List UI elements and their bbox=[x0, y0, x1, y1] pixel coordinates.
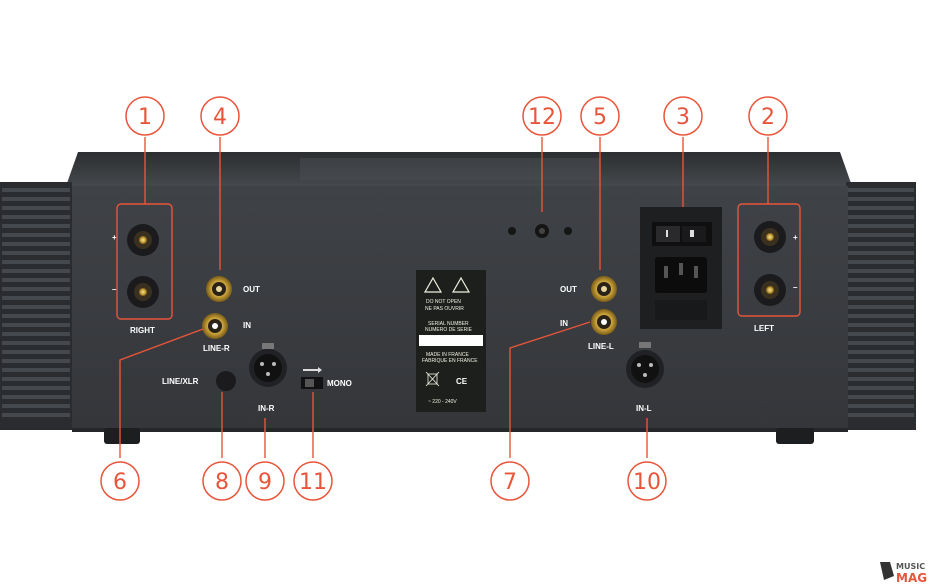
callout-7 bbox=[490, 461, 530, 501]
callout-9-number: 9 bbox=[258, 470, 272, 495]
callout-3 bbox=[663, 96, 703, 136]
in-r-label: IN-R bbox=[258, 404, 275, 413]
callout-4-number: 4 bbox=[213, 105, 227, 130]
left-label: LEFT bbox=[754, 324, 774, 333]
mono-switch[interactable] bbox=[301, 367, 323, 389]
fabrique-en-france-text: FABRIQUE EN FRANCE bbox=[422, 358, 478, 364]
right-minus-label: – bbox=[112, 285, 117, 294]
callout-8 bbox=[202, 461, 242, 501]
callout-11-number: 11 bbox=[299, 470, 327, 495]
numero-de-serie-text: NUMERO DE SERIE bbox=[425, 327, 473, 333]
callout-1 bbox=[125, 96, 165, 136]
callout-10-number: 10 bbox=[633, 470, 661, 495]
in-l-label: IN-L bbox=[636, 404, 652, 413]
callout-2-bracket bbox=[737, 203, 801, 317]
watermark-music: MUSIC bbox=[896, 562, 925, 571]
callout-1-number: 1 bbox=[138, 105, 152, 130]
callout-8-number: 8 bbox=[215, 470, 229, 495]
voltage-text: ~ 220 - 240V bbox=[428, 399, 457, 405]
right-speaker-terminals[interactable] bbox=[127, 224, 159, 308]
callout-9 bbox=[245, 461, 285, 501]
rca-out-right[interactable] bbox=[206, 276, 232, 302]
xlr-in-left[interactable] bbox=[626, 342, 664, 388]
right-label: RIGHT bbox=[130, 326, 155, 335]
line-xlr-label: LINE/XLR bbox=[162, 377, 199, 386]
foot-right bbox=[776, 428, 814, 444]
right-heatsink bbox=[846, 182, 916, 430]
callout-6 bbox=[100, 461, 140, 501]
callout-circles: 1 2 3 4 5 6 7 8 9 10 11 12 bbox=[100, 96, 788, 501]
callout-12-number: 12 bbox=[528, 105, 556, 130]
callout-6-number: 6 bbox=[113, 470, 127, 495]
callout-2-number: 2 bbox=[761, 105, 775, 130]
power-inlet-module[interactable] bbox=[640, 207, 722, 329]
shock-warning-icon bbox=[451, 276, 471, 293]
mono-label: MONO bbox=[327, 379, 352, 388]
rca-in-left[interactable] bbox=[591, 309, 617, 335]
in-right-label: IN bbox=[243, 321, 251, 330]
serial-number-field bbox=[419, 335, 483, 346]
callout-7-number: 7 bbox=[503, 470, 517, 495]
out-right-label: OUT bbox=[243, 285, 260, 294]
callout-5 bbox=[580, 96, 620, 136]
do-not-open-text: DO NOT OPEN bbox=[426, 299, 461, 305]
left-heatsink bbox=[0, 182, 72, 430]
trigger-jack[interactable] bbox=[508, 224, 572, 238]
foot-left bbox=[104, 428, 140, 444]
right-plus-label: + bbox=[112, 233, 117, 242]
line-r-label: LINE-R bbox=[203, 344, 230, 353]
callout-12 bbox=[522, 96, 562, 136]
callout-3-number: 3 bbox=[676, 105, 690, 130]
callout-leaders bbox=[116, 137, 801, 458]
line-xlr-selector-button[interactable] bbox=[216, 371, 236, 391]
callout-5-number: 5 bbox=[593, 105, 607, 130]
musicmag-watermark: MUSIC MAG bbox=[880, 562, 927, 585]
callout-11 bbox=[293, 461, 333, 501]
warning-label: DO NOT OPEN NE PAS OUVRIR SERIAL NUMBER … bbox=[416, 270, 486, 412]
left-plus-label: + bbox=[793, 233, 798, 242]
ce-mark: CE bbox=[456, 377, 468, 386]
serial-number-text: SERIAL NUMBER bbox=[428, 321, 469, 327]
ne-pas-ouvrir-text: NE PAS OUVRIR bbox=[425, 306, 464, 312]
rca-out-left[interactable] bbox=[591, 276, 617, 302]
in-left-label: IN bbox=[560, 319, 568, 328]
watermark-mag: MAG bbox=[896, 571, 927, 585]
warning-triangle-icon bbox=[423, 276, 443, 293]
fuse-drawer[interactable] bbox=[655, 300, 707, 320]
xlr-in-right[interactable] bbox=[249, 343, 287, 387]
weee-bin-icon bbox=[425, 371, 440, 387]
line-l-label: LINE-L bbox=[588, 342, 614, 351]
callout-2 bbox=[748, 96, 788, 136]
left-minus-label: – bbox=[793, 283, 798, 292]
callout-10 bbox=[627, 461, 667, 501]
callout-4 bbox=[200, 96, 240, 136]
left-speaker-terminals[interactable] bbox=[754, 221, 786, 306]
rca-in-right[interactable] bbox=[202, 313, 228, 339]
made-in-france-text: MADE IN FRANCE bbox=[426, 352, 469, 358]
out-left-label: OUT bbox=[560, 285, 577, 294]
watermark-logo-icon bbox=[880, 562, 894, 580]
